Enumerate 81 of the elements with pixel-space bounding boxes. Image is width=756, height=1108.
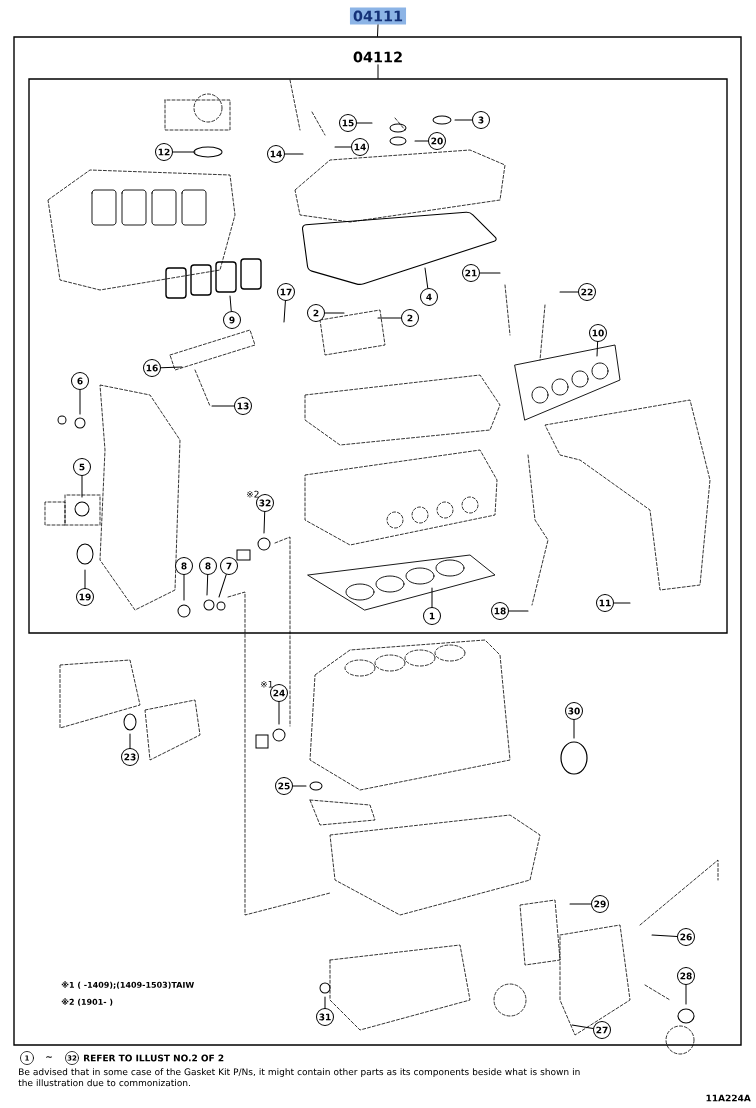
leader-line (129, 733, 131, 749)
callout-number: 17 (277, 283, 295, 301)
callout-number: 4 (420, 288, 438, 306)
leader-line (278, 701, 280, 725)
callout-number: 7 (220, 557, 238, 575)
callout-number: 14 (351, 138, 369, 156)
callout-number: 10 (589, 324, 607, 342)
callout-number: 19 (76, 588, 94, 606)
leader-line (651, 934, 678, 937)
leader-line (218, 574, 227, 598)
callout-number: 29 (591, 895, 609, 913)
callout-number: 9 (223, 311, 241, 329)
leader-line (81, 475, 83, 498)
callout-number: 26 (677, 928, 695, 946)
leader-line (284, 153, 304, 155)
callout-number: 1 (423, 607, 441, 625)
leader-line (79, 389, 81, 415)
callout-number: 8 (175, 557, 193, 575)
leader-line (229, 295, 232, 312)
leader-line (206, 574, 209, 596)
leader-line (454, 119, 473, 121)
callout-number: 25 (275, 777, 293, 795)
footnote-mark: ※2 (247, 490, 259, 498)
leader-line (479, 272, 501, 274)
leader-line (263, 511, 266, 534)
leader-line (334, 146, 352, 148)
leader-line (377, 317, 402, 319)
connector-line (377, 24, 379, 37)
callout-number: 15 (339, 114, 357, 132)
leader-line (324, 312, 345, 314)
note: ※2 (1901- ) (61, 998, 113, 1006)
leader-line (292, 785, 307, 787)
leader-line (569, 903, 592, 905)
leader-line (160, 366, 183, 369)
leader-line (573, 719, 575, 739)
callout-number: 13 (234, 397, 252, 415)
callout-number: 16 (143, 359, 161, 377)
leader-line (172, 151, 196, 153)
leader-line (424, 267, 429, 289)
leader-line (183, 574, 185, 601)
callout-number: 22 (578, 283, 596, 301)
note: ※1 ( -1409);(1409-1503)TAIW (61, 981, 194, 989)
leader-line (84, 569, 86, 589)
connector-line (377, 64, 379, 79)
callout-number: 27 (593, 1021, 611, 1039)
leader-line (431, 587, 433, 608)
leader-line (685, 984, 687, 1005)
frame (28, 78, 728, 634)
note: REFER TO ILLUST NO.2 OF 2 (84, 1054, 224, 1062)
callout-number: 6 (71, 372, 89, 390)
callout-number: 21 (462, 264, 480, 282)
leader-line (324, 996, 326, 1009)
leader-line (571, 1024, 594, 1030)
drawing-code: 11A224A (706, 1094, 751, 1102)
part-number: 04112 (353, 51, 402, 63)
callout-number: 23 (121, 748, 139, 766)
callout-number: 11 (596, 594, 614, 612)
leader-line (211, 405, 235, 407)
leader-line (283, 300, 286, 323)
note: Be advised that in some case of the Gasket Kit P/Ns, it might contain other parts as its components beside what is shown in the illustration due to commonization. (18, 1068, 580, 1087)
callout-number: 20 (428, 132, 446, 150)
callout-number: 31 (316, 1008, 334, 1026)
callout-number: 12 (155, 143, 173, 161)
callout-number: 3 (472, 111, 490, 129)
callout-number: 5 (73, 458, 91, 476)
part-number-box: 04111 (349, 7, 407, 25)
leader-line (356, 122, 373, 124)
leader-line (414, 140, 429, 142)
leader-line (613, 602, 631, 604)
footnote-mark: ※1 (261, 680, 273, 688)
callout-number: 2 (401, 309, 419, 327)
callout-number: 30 (565, 702, 583, 720)
leader-line (596, 341, 599, 357)
callout-number: 18 (491, 602, 509, 620)
callout-number: 28 (677, 967, 695, 985)
tilde: ~ (46, 1056, 52, 1058)
leader-line (508, 610, 529, 612)
callout-number: 14 (267, 145, 285, 163)
callout-number: 2 (307, 304, 325, 322)
leader-line (559, 291, 579, 293)
callout-number: 8 (199, 557, 217, 575)
